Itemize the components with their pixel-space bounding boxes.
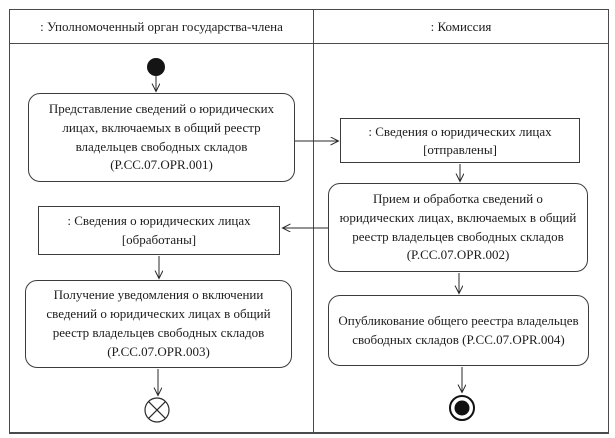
object-info-processed-name: : Сведения о юридических лицах (67, 212, 251, 228)
lane-header-member-state: : Уполномоченный орган государства-члена (10, 10, 313, 44)
initial-node-icon (147, 58, 165, 76)
action-publish-register: Опубликование общего реестра владельцев … (328, 295, 589, 366)
action-receive-process-info-label: Прием и обработка сведений о юридических… (339, 190, 577, 263)
lane-header-commission: : Комиссия (314, 10, 608, 44)
action-get-notification: Получение уведомления о включении сведен… (25, 280, 292, 368)
object-info-sent-state: [отправлены] (423, 141, 497, 157)
action-get-notification-label: Получение уведомления о включении сведен… (46, 287, 271, 359)
object-info-sent: : Сведения о юридических лицах [отправле… (340, 118, 580, 163)
swimlane-frame: : Уполномоченный орган государства-члена… (9, 9, 609, 434)
action-submit-info: Представление сведений о юридических лиц… (28, 93, 295, 182)
action-submit-info-label: Представление сведений о юридических лиц… (48, 100, 275, 173)
action-receive-process-info: Прием и обработка сведений о юридических… (328, 183, 588, 272)
activity-final-icon (449, 395, 475, 421)
flow-final-icon (144, 397, 170, 423)
object-info-sent-name: : Сведения о юридических лицах (368, 123, 552, 139)
object-info-processed: : Сведения о юридических лицах [обработа… (38, 206, 280, 255)
lane-member-state: : Уполномоченный орган государства-члена (10, 10, 314, 432)
action-publish-register-label: Опубликование общего реестра владельцев … (338, 312, 579, 347)
object-info-processed-state: [обработаны] (121, 232, 197, 248)
lane-commission: : Комиссия (314, 10, 608, 432)
